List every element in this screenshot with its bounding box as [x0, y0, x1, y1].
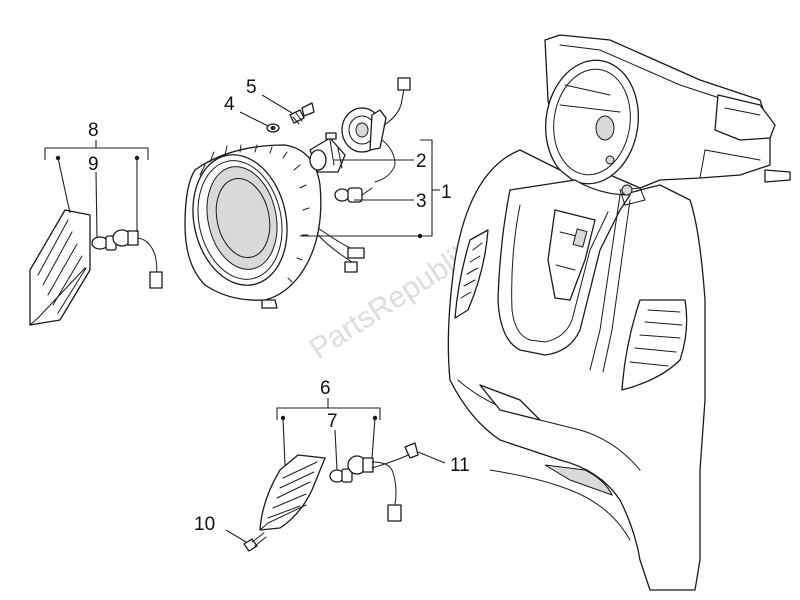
right-indicator-socket — [347, 454, 409, 522]
screw — [289, 102, 315, 125]
headlamp-bulb — [309, 132, 346, 173]
callout-11: 11 — [450, 455, 470, 476]
callout-5: 5 — [246, 77, 257, 98]
callout-7: 7 — [327, 411, 338, 432]
right-indicator-lens — [259, 454, 326, 531]
wire-clip — [404, 442, 419, 459]
headlamp-assembly — [184, 144, 365, 309]
callout-2: 2 — [416, 151, 427, 172]
callout-6: 6 — [320, 378, 331, 399]
leader-lines — [44, 94, 446, 543]
callout-4: 4 — [224, 94, 235, 115]
parking-bulb — [334, 187, 373, 203]
left-indicator-socket — [112, 229, 163, 289]
callout-1: 1 — [441, 182, 452, 203]
callout-labels: 1 2 3 4 5 6 7 8 9 10 11 — [88, 77, 470, 535]
callout-10: 10 — [194, 514, 215, 535]
lens-screw — [243, 532, 267, 552]
callout-9: 9 — [88, 154, 99, 175]
washer — [266, 123, 280, 133]
callout-3: 3 — [416, 191, 427, 212]
scooter-front-body — [447, 34, 791, 591]
callout-8: 8 — [88, 120, 99, 141]
bulb-socket-cover — [341, 77, 411, 183]
right-indicator-bulb — [329, 468, 353, 483]
left-indicator-lens — [29, 209, 91, 326]
